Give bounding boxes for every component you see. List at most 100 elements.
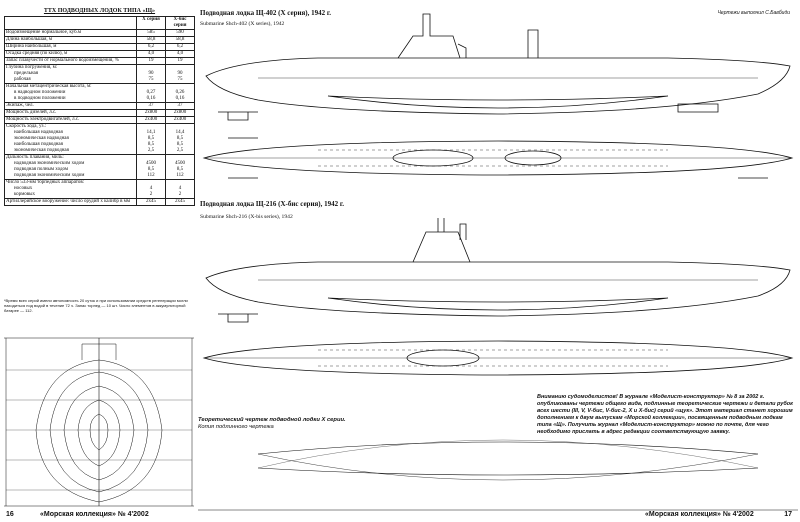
spec-value: 4500	[175, 161, 185, 166]
spec-value: 112	[147, 173, 155, 178]
spec-value: 0,27	[146, 90, 156, 95]
body-plan-sections	[4, 337, 194, 507]
shch216-top-plan	[202, 340, 794, 376]
subheading-shch402: Submarine Shch-402 (X series), 1942	[200, 21, 285, 27]
spec-param: Водоизмещение нормальное, куб.м	[4, 29, 137, 37]
spec-value-x: 58,8	[136, 36, 166, 44]
spec-value-x: 585	[136, 29, 166, 37]
spec-value-xbis: 37	[165, 102, 195, 110]
shch216-side-profile	[205, 218, 791, 323]
header-x: X серия	[136, 16, 166, 30]
spec-value-xbis: 58,8	[165, 36, 195, 44]
spec-param-label: Запас плавучести от нормального водоизме…	[6, 58, 119, 63]
spec-param-label: Артиллерийское вооружение: число орудий …	[6, 199, 131, 204]
spec-value: 4	[178, 186, 182, 191]
spec-param: Мощность электродвигателей, л.с.	[4, 116, 137, 124]
spec-param-label: Мощность дизелей, л.с.	[6, 110, 57, 115]
spec-param: Дальность плавания, миль:надводная эконо…	[4, 154, 137, 180]
spec-value: 8,5	[147, 136, 155, 141]
spec-param-sub: экономическая надводная	[14, 136, 69, 141]
spec-value: 4	[149, 186, 153, 191]
spec-value: 75	[177, 77, 183, 82]
theoretical-copy-note: Копия подлинного чертежа	[198, 424, 274, 430]
spec-value: 90	[177, 71, 183, 76]
spec-value: 112	[176, 173, 184, 178]
spec-table-header: X серия X-бис серия	[4, 16, 195, 30]
spec-param: Экипаж, чел.	[4, 102, 137, 110]
spec-param-sub: в подводном положении	[14, 96, 66, 101]
heading-shch216: Подводная лодка Щ-216 (X-бис серия), 194…	[200, 200, 344, 208]
spec-param-label: Скорость хода, уз.:	[6, 124, 47, 129]
theoretical-caption: Теоретический чертеж подводной лодки X с…	[198, 417, 346, 431]
spec-value: 14,4	[175, 130, 185, 135]
spec-param-label: Длина наибольшая, м	[6, 37, 53, 42]
modelers-note: Вниманию судомоделистов! В журнале «Моде…	[537, 394, 793, 435]
drawing-credit: Чертежи выполнил С.Бавбиди	[717, 10, 790, 16]
spec-param-sub: кормовых	[14, 192, 35, 197]
spec-value: 8,5	[147, 167, 155, 172]
spec-value: 8,5	[147, 142, 155, 147]
spec-param-label: Экипаж, чел.	[6, 103, 34, 108]
spec-value: 2	[178, 192, 182, 197]
spec-param: Ширина наибольшая, м	[4, 43, 137, 51]
spec-value-x: 4,0	[136, 50, 166, 58]
spec-table-row: Число 533-мм торпедных аппаратов:носовых…	[4, 179, 195, 199]
spec-param-label: Водоизмещение нормальное, куб.м	[6, 30, 82, 35]
spec-param-label: Осадка средняя (по килю), м	[6, 51, 68, 56]
footer-left-title: «Морская коллекция» № 4'2002	[40, 511, 149, 518]
spec-value-xbis: 19	[165, 57, 195, 65]
spec-param-sub: наибольшая надводная	[14, 130, 63, 135]
heading-shch402: Подводная лодка Щ-402 (X серия), 1942 г.	[200, 9, 332, 17]
spec-param-label: Начальная метацентрическая высота, м:	[6, 84, 92, 89]
spec-value: 8,5	[176, 142, 184, 147]
spec-param: Мощность дизелей, л.с.	[4, 109, 137, 117]
footer-right-title: «Морская коллекция» № 4'2002	[645, 511, 754, 518]
spec-table: X серия X-бис серия Водоизмещение нормал…	[4, 16, 195, 206]
spec-value: 0,26	[175, 90, 185, 95]
spec-value-x: 6,2	[136, 43, 166, 51]
spec-param-sub: предельная	[14, 71, 39, 76]
spec-param: Число 533-мм торпедных аппаратов:носовых…	[4, 179, 137, 199]
spec-value-xbis: 2x400	[165, 116, 195, 124]
spec-table-row: Запас плавучести от нормального водоизме…	[4, 57, 195, 65]
spec-value-xbis: 2x45	[165, 198, 195, 206]
spec-table-row: Дальность плавания, миль:надводная эконо…	[4, 154, 195, 180]
spec-param-label: Глубина погружения, м:	[6, 65, 58, 70]
header-xbis: X-бис серия	[165, 16, 195, 30]
spec-param: Длина наибольшая, м	[4, 36, 137, 44]
spec-value: 8,5	[176, 167, 184, 172]
spec-value-x: 19	[136, 57, 166, 65]
spec-param: Артиллерийское вооружение: число орудий …	[4, 198, 137, 206]
spec-param-label: Число 533-мм торпедных аппаратов:	[6, 180, 85, 185]
spec-value: 4500	[146, 161, 156, 166]
spec-value: 0,16	[146, 96, 156, 101]
spec-param-sub: наибольшая подводная	[14, 142, 63, 147]
spec-table-row: Начальная метацентрическая высота, м:в н…	[4, 83, 195, 103]
spec-value: 2	[149, 192, 153, 197]
spec-param-sub: подводная экономическим ходом	[14, 173, 85, 178]
spec-value-xbis: 6,2	[165, 43, 195, 51]
spec-footnote: *Время всех серий имели автономность 20 …	[4, 298, 188, 313]
spec-value-xbis: 2x800	[165, 109, 195, 117]
spec-value: 0,16	[175, 96, 185, 101]
theoretical-title: Теоретический чертеж подводной лодки X с…	[198, 417, 346, 423]
spec-value-xbis: 590	[165, 29, 195, 37]
spec-value: 2,5	[176, 148, 184, 153]
spec-param-label: Дальность плавания, миль:	[6, 155, 64, 160]
shch402-side-profile	[205, 13, 791, 121]
spec-param: Осадка средняя (по килю), м	[4, 50, 137, 58]
spec-value: 90	[148, 71, 154, 76]
